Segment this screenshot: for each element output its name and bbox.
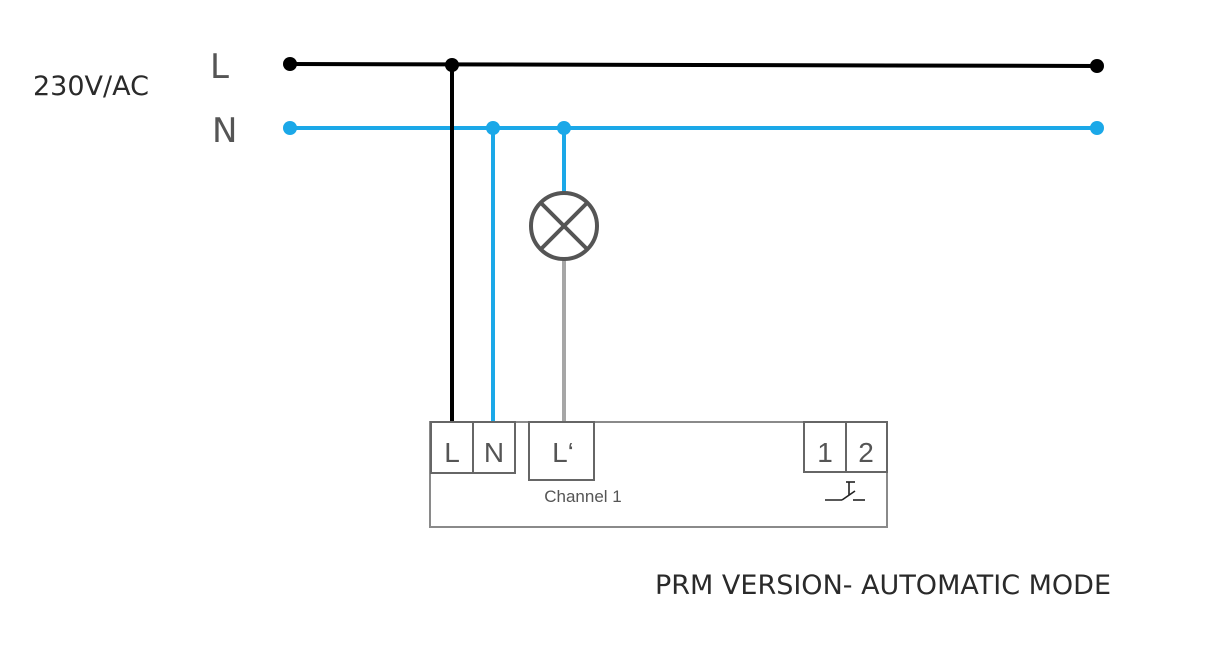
terminal-L: L: [430, 421, 474, 474]
neutral-label: N: [212, 111, 237, 151]
lamp-icon: [529, 191, 599, 261]
svg-text:L: L: [444, 437, 460, 468]
line-label: L: [210, 47, 229, 87]
channel-label: Channel 1: [544, 487, 622, 506]
terminal-N: N: [472, 421, 516, 474]
svg-text:2: 2: [858, 437, 874, 468]
svg-text:L‘: L‘: [552, 437, 574, 468]
terminal-L-out: L‘: [528, 421, 595, 481]
svg-text:N: N: [484, 437, 504, 468]
svg-text:1: 1: [817, 437, 833, 468]
terminal-2: 2: [845, 421, 888, 473]
pushbutton-switch-icon: [825, 481, 865, 501]
voltage-label: 230V/AC: [33, 71, 149, 102]
neutral-bus-start-terminal: [283, 121, 297, 135]
line-bus-wire: [289, 62, 1098, 68]
neutral-bus-end-terminal: [1090, 121, 1104, 135]
line-bus-end-terminal: [1090, 59, 1104, 73]
line-bus-start-terminal: [283, 57, 297, 71]
diagram-caption: PRM VERSION- AUTOMATIC MODE: [655, 570, 1111, 601]
terminal-1: 1: [803, 421, 847, 473]
